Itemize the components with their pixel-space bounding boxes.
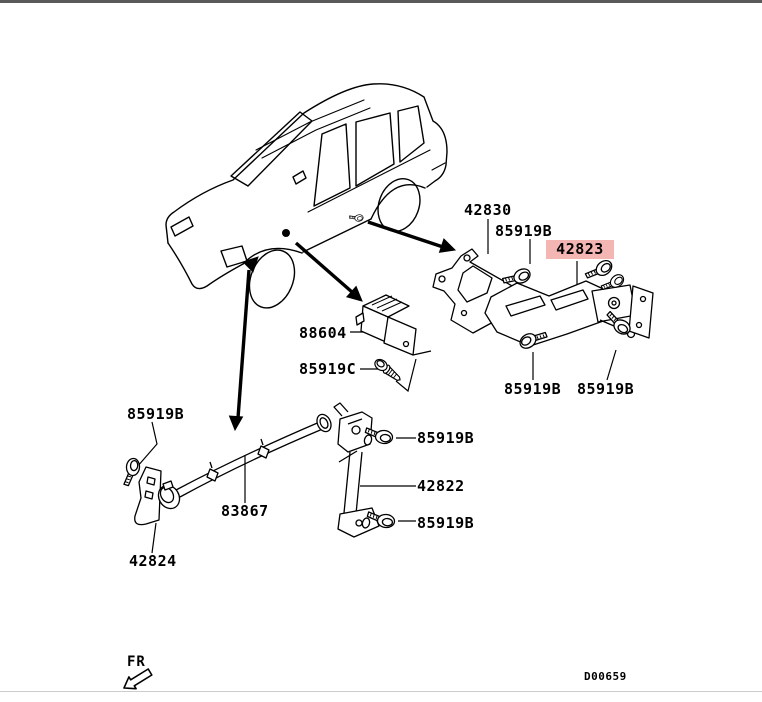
part-label-85919b-6[interactable]: 85919B [417,514,475,532]
arrow-to-harness-83867 [228,256,259,432]
part-label-85919b-3[interactable]: 85919B [577,380,635,398]
arrow-to-assembly-42823 [367,220,457,253]
mount-point-dot [282,229,290,237]
part-label-42830[interactable]: 42830 [464,201,512,219]
front-direction-arrow-icon [123,668,153,690]
leader-lines [136,219,617,554]
bolt-85919b-left [123,457,141,488]
harness-83867-drawing [157,413,332,510]
part-label-42824[interactable]: 42824 [129,552,177,570]
front-direction-label: FR [127,654,146,670]
part-label-42823-highlighted[interactable]: 42823 [546,240,614,259]
height-sensor-assembly-42823-drawing [484,256,654,353]
part-label-83867[interactable]: 83867 [221,502,269,520]
part-label-85919b-4[interactable]: 85919B [127,405,185,423]
bracket-42822-drawing [333,402,396,538]
bracket-42824-drawing [123,457,162,526]
part-label-42822[interactable]: 42822 [417,477,465,495]
bottom-rule [0,691,762,692]
screw-85919c-drawing [374,358,401,381]
part-label-85919b-2[interactable]: 85919B [504,380,562,398]
part-label-85919b-5[interactable]: 85919B [417,429,475,447]
part-label-85919c[interactable]: 85919C [299,360,357,378]
part-label-85919b-1[interactable]: 85919B [495,222,553,240]
top-border [0,0,762,3]
part-label-88604[interactable]: 88604 [299,324,347,342]
arrow-to-sensor-88604 [294,241,363,302]
sensor-88604-drawing [355,294,432,356]
vehicle-outline-drawing [165,83,448,309]
figure-code: D00659 [584,670,627,683]
